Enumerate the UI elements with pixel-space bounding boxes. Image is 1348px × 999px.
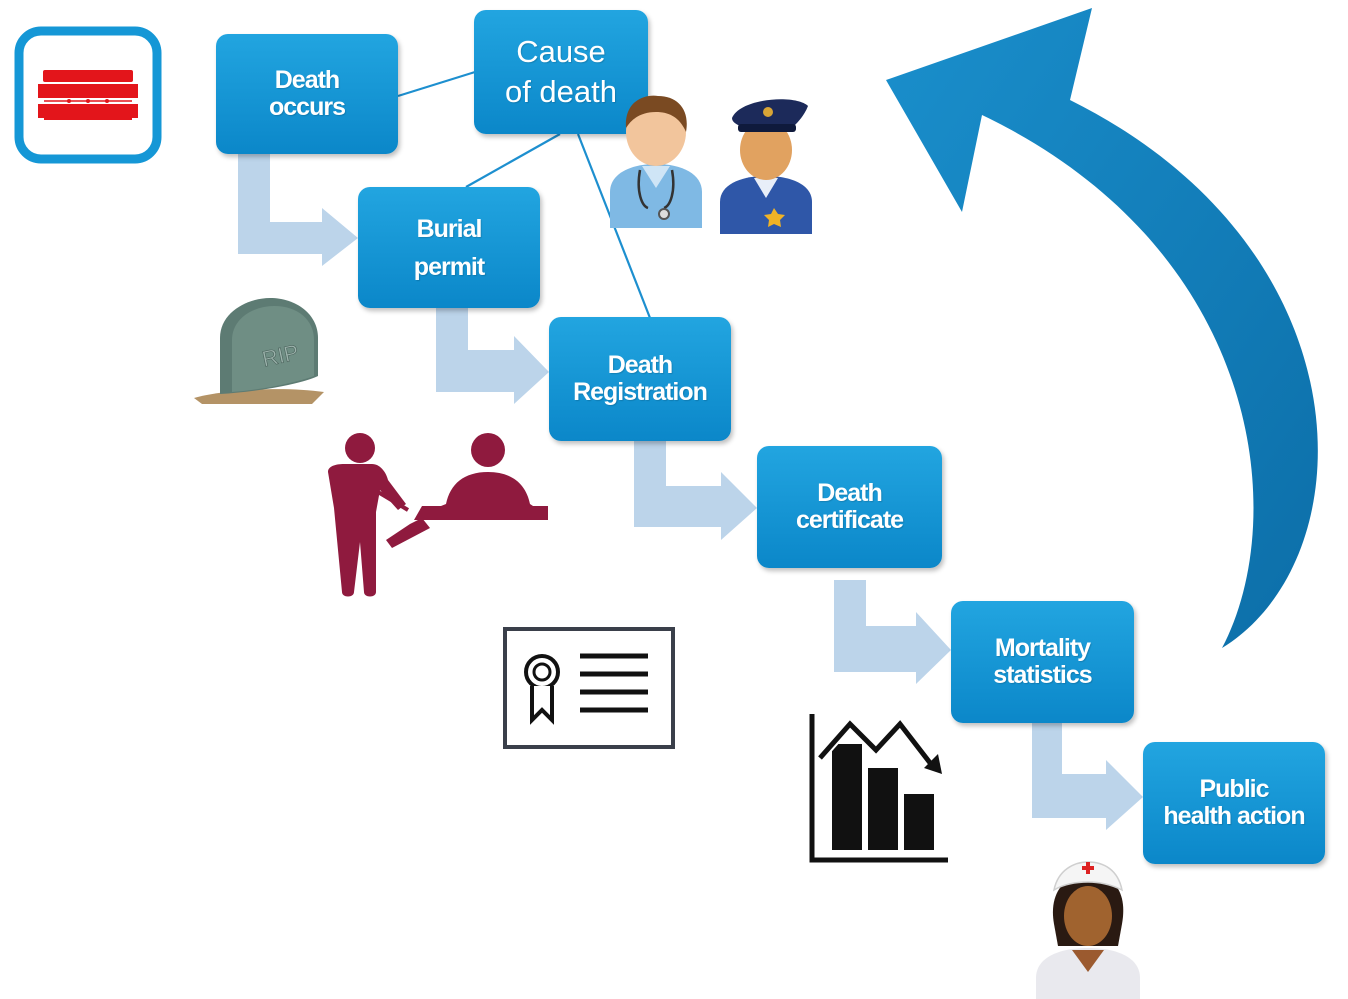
public-health-action-box: Public health action [1143,742,1325,864]
death-certificate-box: Death certificate [757,446,942,568]
flow-arrows [238,154,1143,830]
flow-arrow-4 [834,580,951,684]
death-occurs-box: Death occurs [216,34,398,154]
flow-arrow-3 [634,441,757,540]
cause-of-death-box: Cause of death [474,10,648,134]
burial-permit-box: Burial permit [358,187,540,308]
death-registration-label: Death Registration [573,351,708,406]
cause-of-death-label: Cause of death [504,34,618,109]
public-health-action-label: Public health action [1163,775,1305,830]
declining-statistics-icon [809,714,948,863]
death-certificate-label: Death certificate [795,479,904,534]
death-occurs-label: Death occurs [269,66,346,121]
coffin-icon [14,26,162,164]
flow-arrow-5 [1032,723,1143,830]
cycle-arrow [886,8,1318,648]
mortality-statistics-box: Mortality statistics [951,601,1134,723]
tombstone-icon: RIP [194,298,324,404]
police-officer-icon [720,99,812,234]
death-registration-box: Death Registration [549,317,731,441]
doctor-icon [610,95,702,228]
connector-to-death-occurs [397,70,476,98]
burial-permit-label: Burial permit [413,214,485,281]
flow-arrow-1 [238,154,358,266]
connector-to-burial-permit [465,133,561,188]
nurse-icon [1036,861,1140,999]
mortality-statistics-label: Mortality statistics [993,634,1092,689]
flow-arrow-2 [436,308,549,404]
registrar-desk-icon [328,433,548,597]
certificate-icon [503,627,675,749]
